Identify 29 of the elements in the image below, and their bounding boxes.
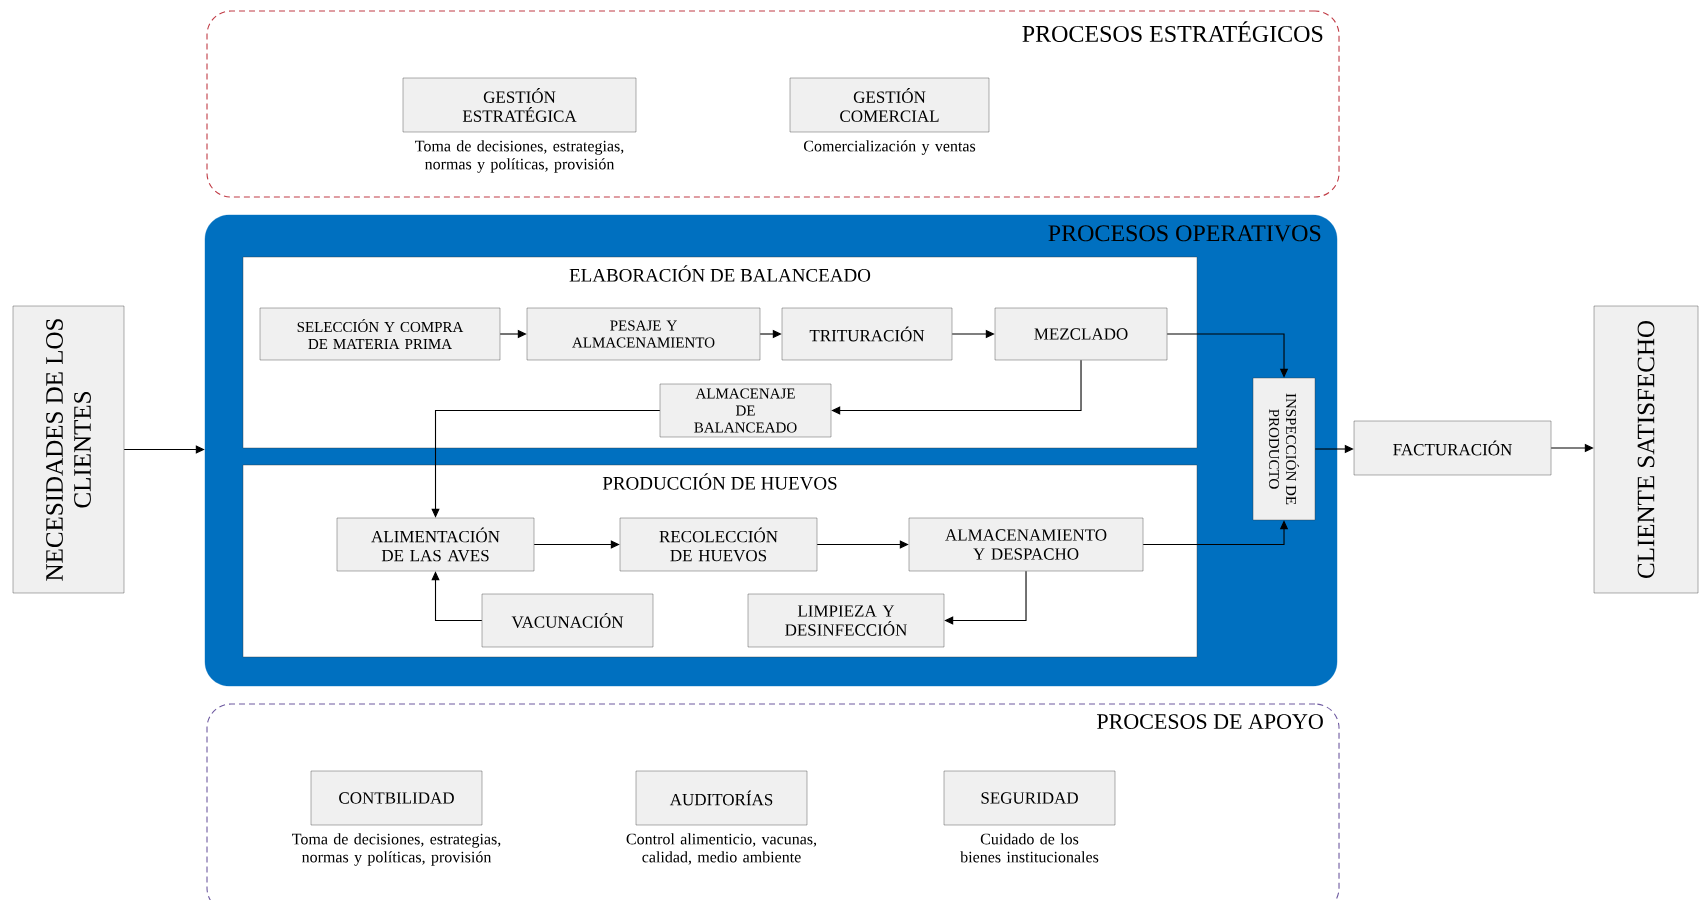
process-box: CLIENTE SATISFECHO [1593, 305, 1699, 594]
process-box: ALMACENAJE DE BALANCEADO [659, 383, 832, 438]
process-box: LIMPIEZA Y DESINFECCIÓN [747, 593, 945, 648]
process-box: MEZCLADO [994, 307, 1168, 361]
process-box: NECESIDADES DE LOS CLIENTES [12, 305, 125, 594]
group-heading: PROCESOS OPERATIVOS [1048, 225, 1321, 242]
description-text: Toma de decisiones, estrategias, normas y políticas, provisión [292, 833, 501, 866]
section-heading: PRODUCCIÓN DE HUEVOS [602, 473, 837, 490]
group-heading: PROCESOS ESTRATÉGICOS [1022, 21, 1323, 43]
process-box: ALMACENAMIENTO Y DESPACHO [908, 517, 1144, 572]
description-text: Cuidado de los bienes institucionales [960, 833, 1099, 863]
description-text: Control alimenticio, vacunas, calidad, medio ambiente [626, 833, 817, 865]
process-box: INSPECCIÓN DE PRODUCTO [1252, 377, 1316, 521]
process-box: PESAJE Y ALMACENAMIENTO [526, 307, 761, 361]
process-box: SEGURIDAD [943, 770, 1116, 826]
process-box: RECOLECCIÓN DE HUEVOS [619, 517, 818, 572]
process-box: GESTIÓN ESTRATÉGICA [402, 77, 637, 133]
process-box: FACTURACIÓN [1353, 420, 1552, 476]
group-heading: PROCESOS DE APOYO [1097, 714, 1323, 729]
process-box: SELECCIÓN Y COMPRA DE MATERIA PRIMA [259, 307, 501, 361]
process-box: TRITURACIÓN [781, 307, 953, 361]
process-box: VACUNACIÓN [481, 593, 654, 648]
process-box: CONTBILIDAD [310, 770, 483, 826]
section-heading: ELABORACIÓN DE BALANCEADO [569, 265, 871, 282]
process-box: GESTIÓN COMERCIAL [789, 77, 990, 133]
description-text: Toma de decisiones, estrategias, normas y políticas, provisión [415, 140, 624, 173]
description-text: Comercialización y ventas [804, 140, 976, 155]
process-box: ALIMENTACIÓN DE LAS AVES [336, 517, 535, 572]
process-box: AUDITORÍAS [635, 770, 808, 826]
